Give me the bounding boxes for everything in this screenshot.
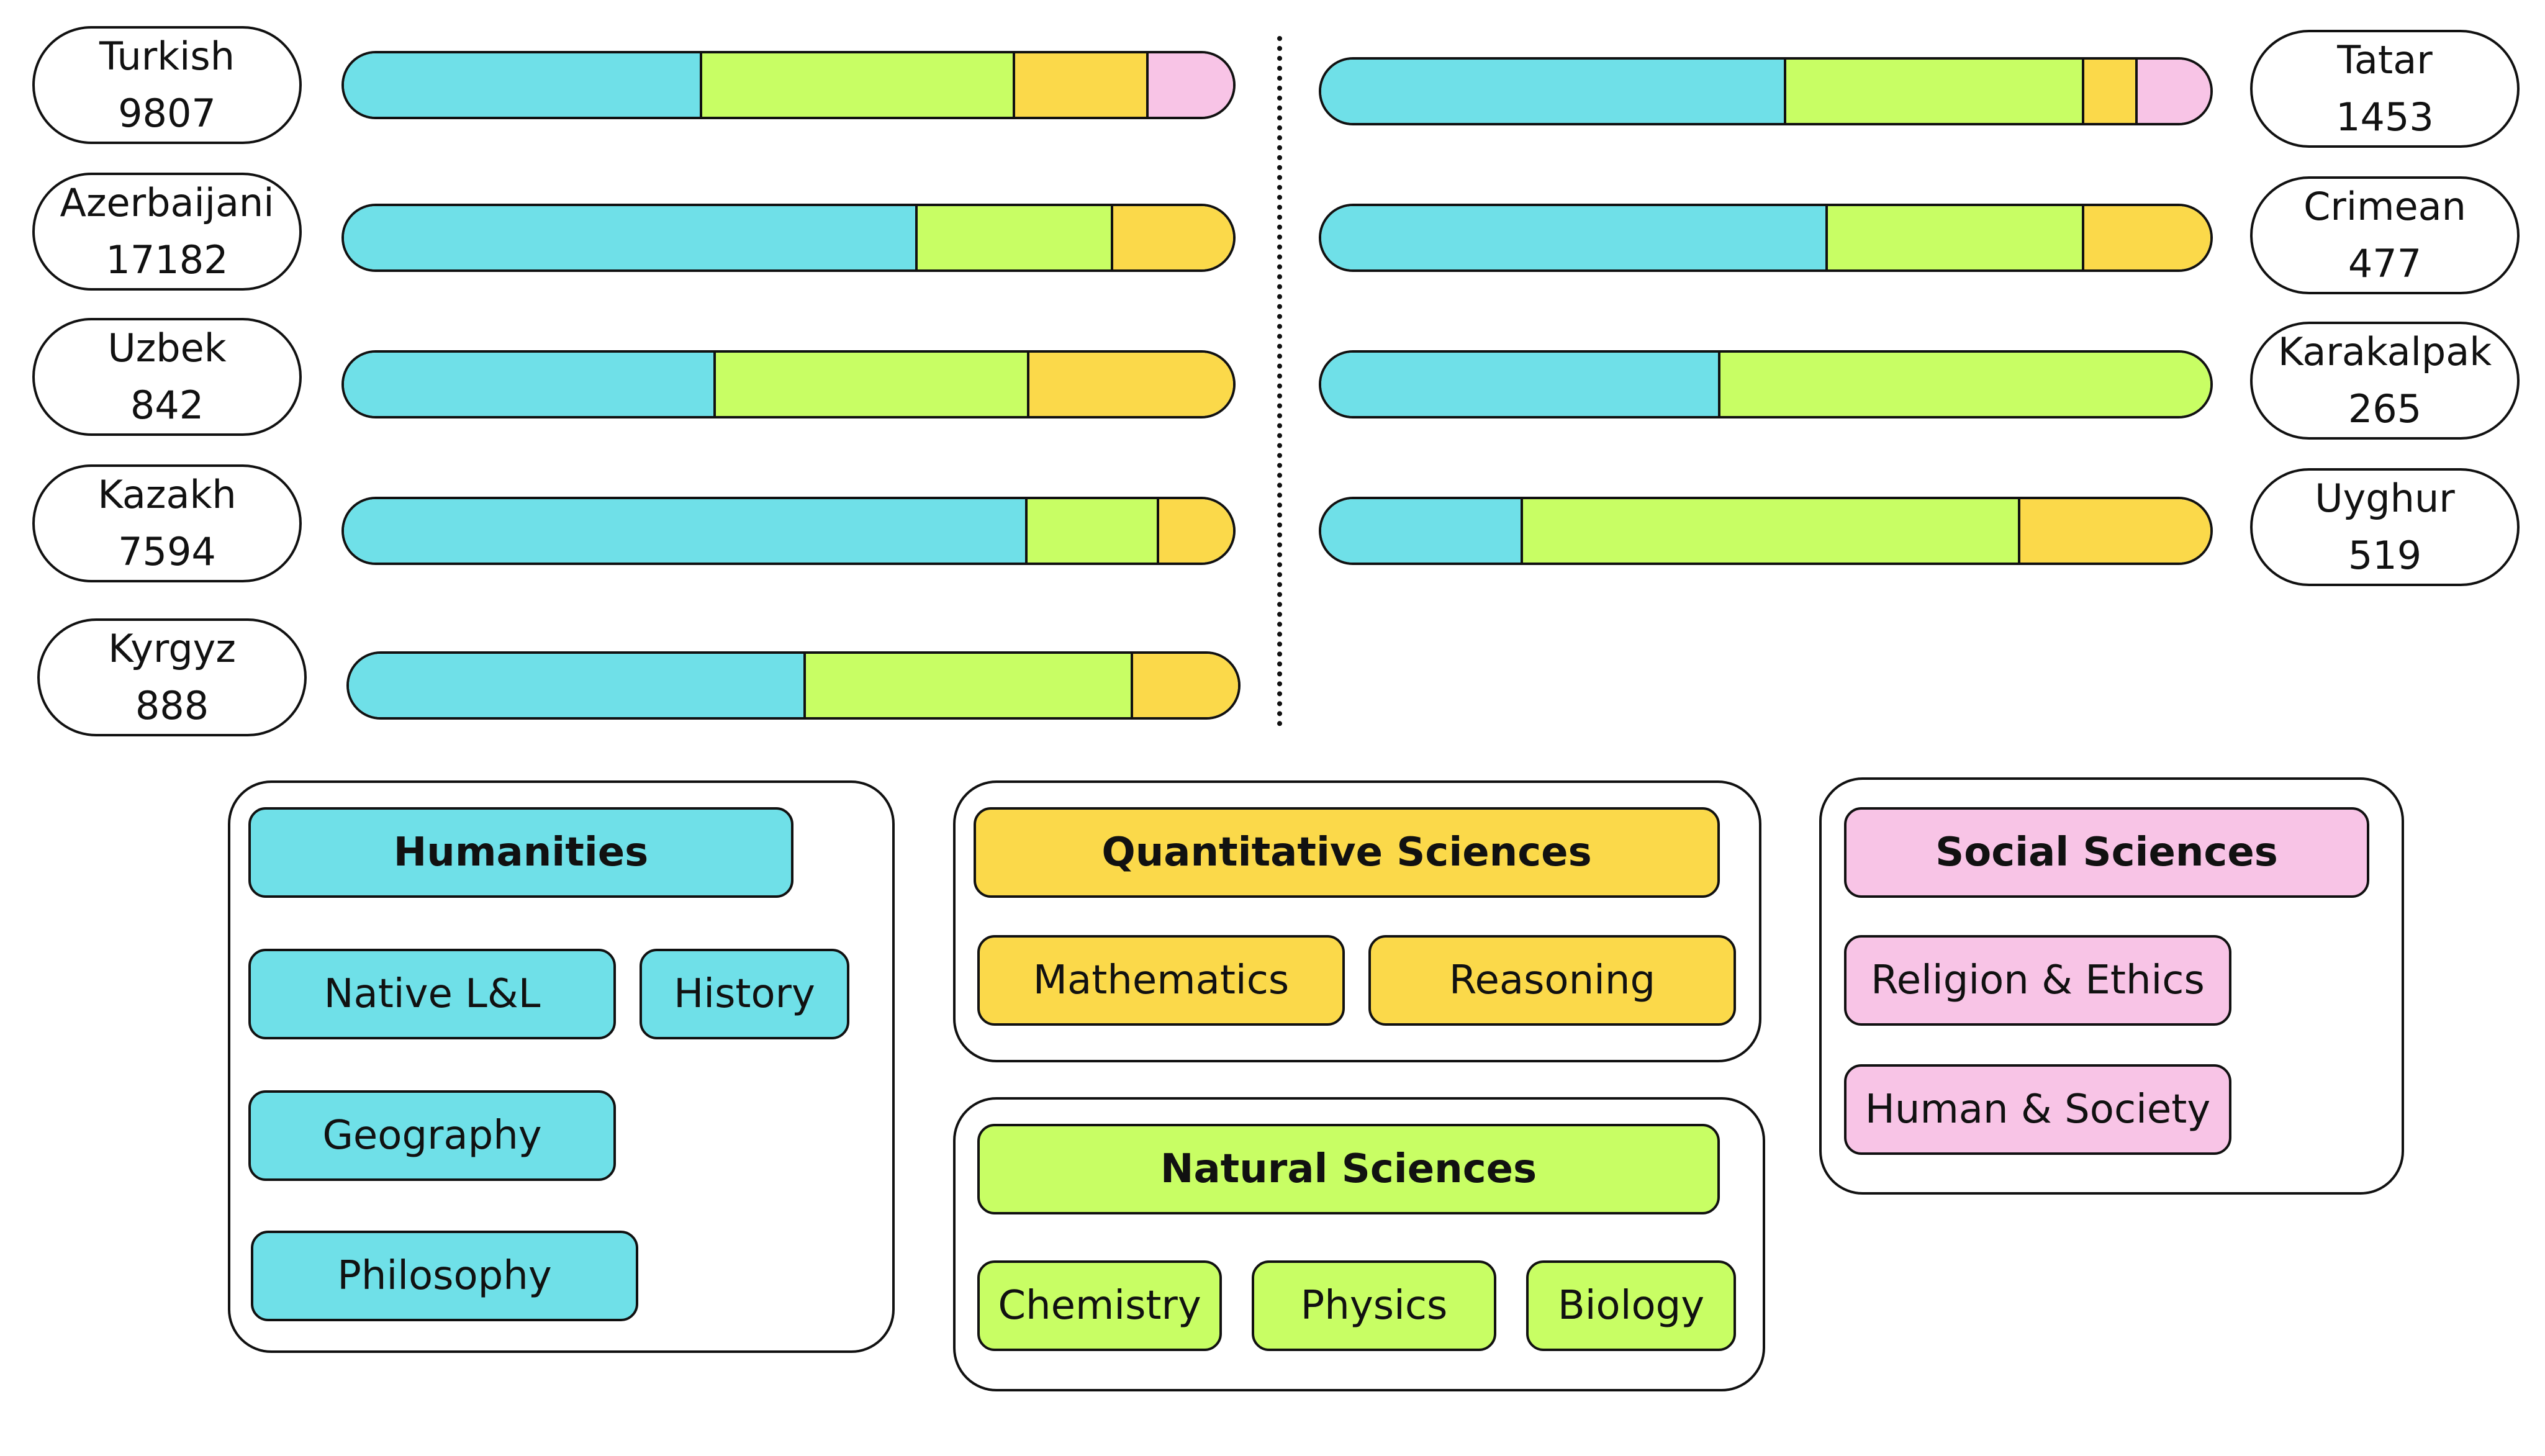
column-divider [1277, 36, 1282, 726]
language-name: Azerbaijani [60, 180, 274, 225]
language-count: 888 [135, 683, 209, 728]
bar-segment-quantitative-sciences [1029, 353, 1233, 416]
language-count: 265 [2348, 386, 2422, 432]
language-name: Tatar [2337, 37, 2433, 83]
tag-geography: Geography [248, 1090, 616, 1181]
language-name: Kyrgyz [108, 626, 236, 671]
tag-natural-sciences-header: Natural Sciences [977, 1124, 1720, 1214]
tag-native-ll: Native L&L [248, 949, 616, 1039]
language-count: 17182 [106, 237, 228, 283]
tag-biology: Biology [1526, 1260, 1736, 1351]
language-name: Kazakh [97, 472, 237, 517]
bar-segment-humanities [1321, 60, 1786, 123]
tag-physics: Physics [1252, 1260, 1496, 1351]
stacked-bar-karakalpak [1319, 350, 2213, 418]
bar-segment-natural-sciences [1828, 206, 2084, 269]
language-count: 9807 [118, 91, 216, 136]
bar-segment-humanities [344, 353, 716, 416]
bar-segment-natural-sciences [1028, 499, 1160, 563]
tag-humanities-header: Humanities [248, 807, 793, 898]
bar-segment-social-sciences [1148, 53, 1233, 117]
bar-segment-quantitative-sciences [2084, 206, 2210, 269]
tag-philosophy: Philosophy [251, 1231, 638, 1321]
bar-segment-humanities [1321, 353, 1720, 416]
stacked-bar-turkish [341, 51, 1236, 119]
bar-segment-natural-sciences [1523, 499, 2020, 563]
stacked-bar-uyghur [1319, 497, 2213, 565]
bar-segment-humanities [1321, 499, 1524, 563]
language-pill-azerbaijani: Azerbaijani 17182 [32, 173, 302, 291]
bar-segment-quantitative-sciences [1133, 654, 1238, 717]
bar-segment-quantitative-sciences [1159, 499, 1233, 563]
language-pill-tatar: Tatar 1453 [2250, 30, 2520, 148]
language-name: Turkish [99, 34, 235, 79]
bar-segment-quantitative-sciences [1015, 53, 1149, 117]
tag-chemistry: Chemistry [977, 1260, 1222, 1351]
bar-segment-natural-sciences [917, 206, 1113, 269]
language-count: 7594 [118, 529, 216, 574]
stacked-bar-kyrgyz [346, 651, 1241, 720]
bar-segment-natural-sciences [702, 53, 1016, 117]
language-name: Uyghur [2315, 476, 2455, 521]
language-name: Crimean [2303, 184, 2466, 229]
language-pill-crimean: Crimean 477 [2250, 176, 2520, 294]
bar-segment-humanities [349, 654, 807, 717]
bar-segment-quantitative-sciences [2020, 499, 2210, 563]
tag-history: History [640, 949, 849, 1039]
bar-segment-humanities [344, 53, 703, 117]
bar-segment-quantitative-sciences [2084, 60, 2138, 123]
tag-reasoning: Reasoning [1368, 935, 1736, 1026]
tag-mathematics: Mathematics [977, 935, 1345, 1026]
language-pill-uyghur: Uyghur 519 [2250, 468, 2520, 586]
language-pill-karakalpak: Karakalpak 265 [2250, 322, 2520, 440]
language-count: 1453 [2336, 94, 2434, 140]
tag-human-society: Human & Society [1844, 1064, 2231, 1155]
bar-segment-quantitative-sciences [1113, 206, 1233, 269]
bar-segment-social-sciences [2137, 60, 2210, 123]
stacked-bar-crimean [1319, 204, 2213, 272]
stacked-bar-azerbaijani [341, 204, 1236, 272]
bar-segment-humanities [344, 206, 918, 269]
bar-segment-natural-sciences [806, 654, 1134, 717]
stacked-bar-kazakh [341, 497, 1236, 565]
tag-quantitative-sciences-header: Quantitative Sciences [974, 807, 1720, 898]
language-count: 842 [130, 382, 204, 428]
stacked-bar-tatar [1319, 57, 2213, 125]
language-name: Karakalpak [2277, 329, 2492, 374]
language-pill-kazakh: Kazakh 7594 [32, 464, 302, 582]
language-name: Uzbek [107, 325, 227, 371]
language-pill-uzbek: Uzbek 842 [32, 318, 302, 436]
bar-segment-natural-sciences [1720, 353, 2210, 416]
stacked-bar-uzbek [341, 350, 1236, 418]
bar-segment-natural-sciences [1786, 60, 2084, 123]
tag-religion-ethics: Religion & Ethics [1844, 935, 2231, 1026]
tag-social-sciences-header: Social Sciences [1844, 807, 2369, 898]
bar-segment-humanities [1321, 206, 1829, 269]
language-pill-turkish: Turkish 9807 [32, 26, 302, 144]
bar-segment-humanities [344, 499, 1028, 563]
language-count: 477 [2348, 241, 2422, 286]
language-pill-kyrgyz: Kyrgyz 888 [37, 618, 307, 736]
language-count: 519 [2348, 533, 2422, 578]
bar-segment-natural-sciences [715, 353, 1030, 416]
